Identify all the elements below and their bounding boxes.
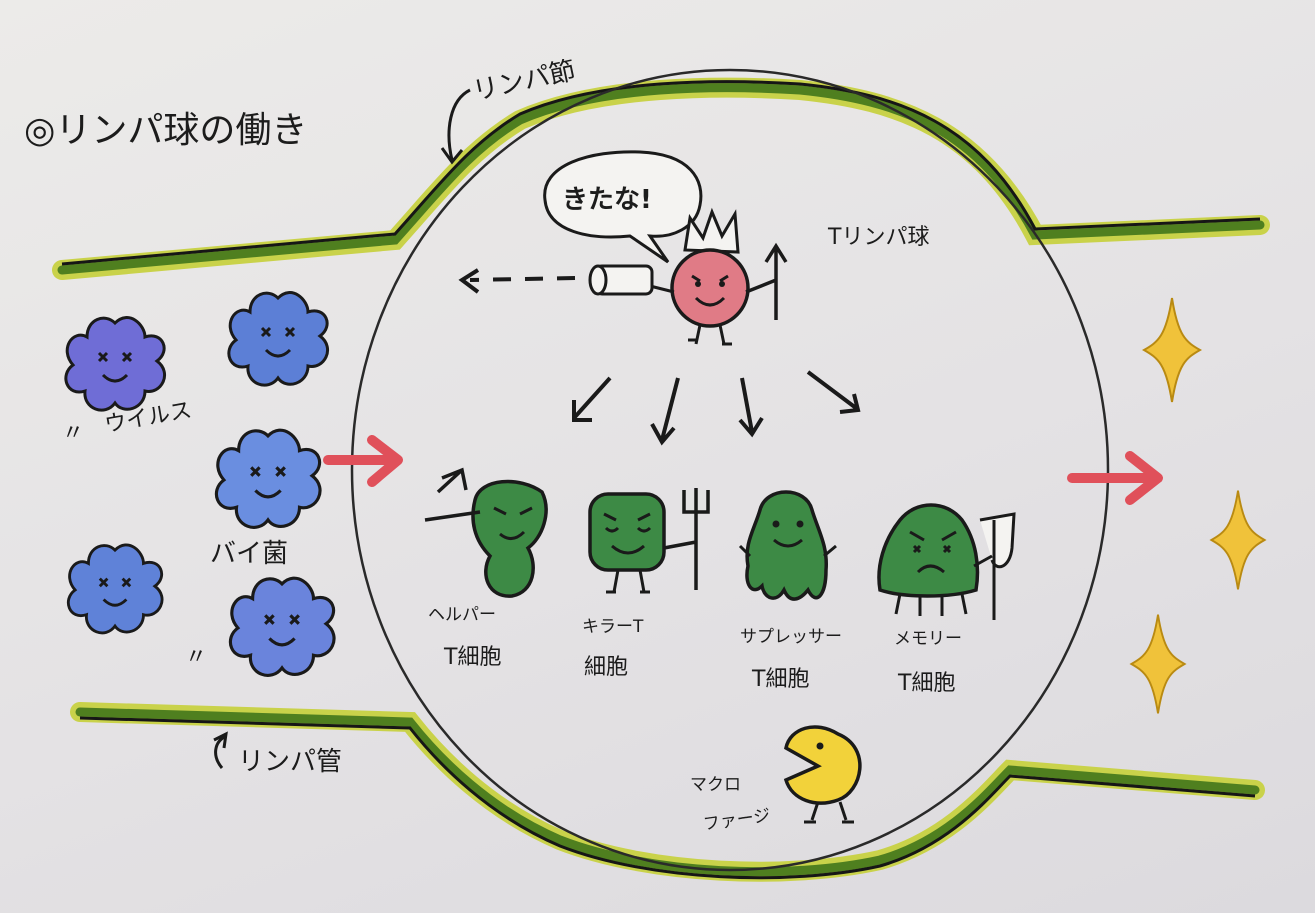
bacteria-2 xyxy=(66,543,164,635)
incoming-red-arrow xyxy=(323,435,403,487)
bacteria-label: バイ菌 xyxy=(210,539,288,569)
page-title: ◎リンパ球の働き xyxy=(24,110,307,151)
lymph-node-circle xyxy=(350,68,1110,872)
speech-bubble: きたな! xyxy=(543,150,703,264)
activation-arrows xyxy=(572,370,861,446)
memory-t-label-2: T細胞 xyxy=(897,671,955,696)
virus-2 xyxy=(227,291,330,387)
bacteria-3 xyxy=(228,576,336,677)
lymph-node-pointer-arrow xyxy=(440,88,471,165)
helper-t-cell xyxy=(424,467,548,598)
memory-t-cell xyxy=(877,503,1016,620)
speech-text: きたな! xyxy=(562,185,652,215)
sparkle-icon-1 xyxy=(1143,297,1201,403)
ditto-mark-1: 〃 xyxy=(62,421,84,446)
killer-t-label-2: 細胞 xyxy=(584,655,628,680)
macrophage-character xyxy=(783,725,862,824)
suppressor-t-cell xyxy=(738,490,837,601)
t-lymphocyte-character xyxy=(588,207,788,346)
t-lymphocyte-label: Tリンパ球 xyxy=(827,225,929,250)
macrophage-label-1: マクロ xyxy=(690,775,741,795)
bacteria-1 xyxy=(214,428,322,529)
helper-t-label-1: ヘルパー xyxy=(428,605,496,625)
ditto-mark-2: 〃 xyxy=(185,645,207,670)
sparkle-icon-2 xyxy=(1210,489,1266,591)
killer-t-label-1: キラーT xyxy=(582,617,644,637)
suppressor-t-label-1: サプレッサー xyxy=(740,627,842,647)
sparkle-icon-3 xyxy=(1130,613,1186,715)
outgoing-red-arrow xyxy=(1067,451,1163,505)
crown-icon xyxy=(683,207,740,254)
virus-1 xyxy=(64,316,167,412)
suppressor-t-label-2: T細胞 xyxy=(751,667,809,692)
macrophage-label-2: ファージ xyxy=(702,806,772,835)
lymph-node-wall-bottom xyxy=(70,702,1265,882)
lymph-vessel-label: リンパ管 xyxy=(238,747,342,777)
scroll-icon xyxy=(588,264,654,296)
memory-t-label-1: メモリー xyxy=(894,629,962,649)
signal-dashed-arrow xyxy=(458,268,576,294)
killer-t-cell xyxy=(588,488,710,594)
helper-t-label-2: T細胞 xyxy=(443,645,501,670)
lymph-vessel-pointer-arrow xyxy=(213,731,228,769)
